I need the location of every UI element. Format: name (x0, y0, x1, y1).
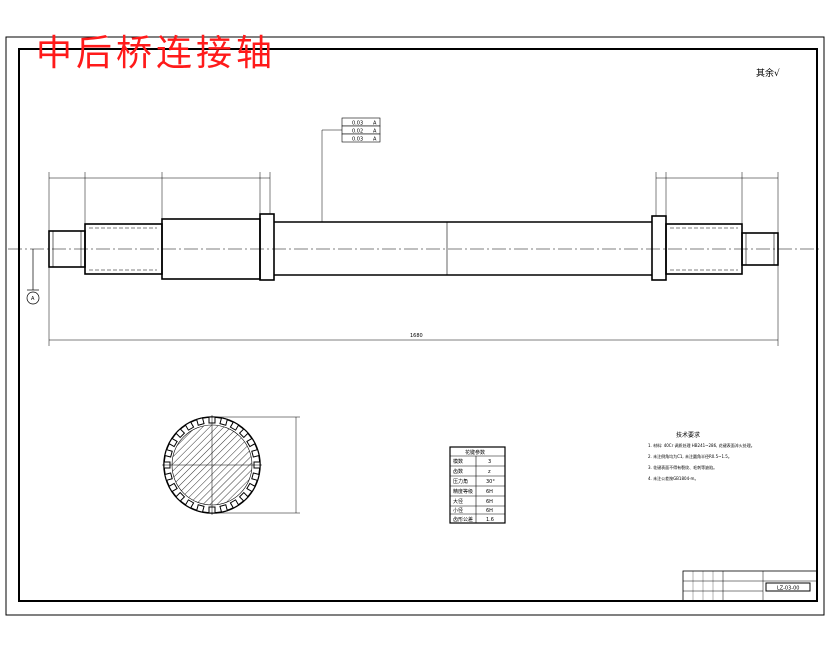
spline-table-label: 齿数 (453, 468, 463, 475)
top-dimensions (48, 129, 779, 346)
spline-tooth (184, 421, 195, 431)
tech-note: 2. 未注倒角均为C1, 未注圆角半径R0.5~1.5。 (648, 454, 732, 459)
technical-requirements-title: 技术要求 (676, 432, 701, 439)
spline-tooth (229, 421, 240, 431)
spline-tooth (246, 482, 256, 493)
spline-table-label: 大径 (453, 498, 463, 505)
spline-tooth (219, 417, 228, 426)
spline-table-value: 6H (486, 489, 493, 495)
spline-tooth (168, 482, 178, 493)
tol-row-3-datum: A (373, 137, 377, 143)
spline-tooth (164, 472, 173, 481)
spline-table-value: 6H (486, 508, 493, 514)
tol-row-1-value: 0.03 (352, 121, 363, 127)
tol-row-1-datum: A (373, 121, 377, 127)
roughness-note: 其余√ (756, 69, 780, 79)
tol-row-2-value: 0.02 (352, 129, 363, 135)
spline-table-value: 3 (488, 459, 491, 465)
spline-tooth (196, 504, 205, 513)
spline-tooth (246, 437, 256, 448)
spline-tooth (175, 491, 186, 502)
spline-table-label: 齿形公差 (453, 516, 473, 523)
spline-tooth (175, 428, 186, 439)
technical-requirements: 1. 材料: 40Cr 调质处理 HB241~286, 花键表面淬火处理。 2.… (648, 440, 818, 484)
spline-section (162, 415, 300, 515)
tech-note: 1. 材料: 40Cr 调质处理 HB241~286, 花键表面淬火处理。 (648, 443, 755, 448)
spline-tooth (164, 449, 173, 458)
drawing-title: 中后桥连接轴 (36, 33, 277, 74)
datum-label: A (31, 296, 35, 302)
spline-table-value: 1.6 (486, 517, 494, 523)
spline-tooth (196, 417, 205, 426)
overall-length-label: 1680 (410, 333, 423, 339)
spline-table-value: 6H (486, 499, 493, 505)
datum-symbol (26, 249, 40, 305)
spline-table-value: z (488, 469, 491, 475)
spline-tooth (251, 472, 260, 481)
outer-border (5, 36, 825, 616)
spline-table-label: 模数 (453, 458, 463, 465)
spline-tooth (229, 499, 240, 509)
shaft-profile (48, 213, 779, 281)
spline-table-title: 花键参数 (465, 449, 485, 456)
tol-row-2-datum: A (373, 129, 377, 135)
spline-tooth (251, 449, 260, 458)
spline-table-label: 压力角 (453, 478, 468, 485)
tech-note: 3. 花键表面不得有裂纹、毛刺等缺陷。 (648, 465, 718, 470)
title-block (682, 570, 818, 602)
spline-tooth (168, 437, 178, 448)
tolerance-frame (341, 117, 381, 143)
spline-table-value: 30° (486, 479, 495, 485)
drawing-number: LZ-03-00 (777, 586, 799, 592)
spline-param-table (449, 446, 506, 524)
spline-table-label: 精度等级 (453, 488, 473, 495)
spline-tooth (219, 504, 228, 513)
tech-note: 4. 未注公差按GB1804-m。 (648, 476, 699, 481)
inner-border (18, 48, 818, 602)
tol-row-3-value: 0.03 (352, 137, 363, 143)
spline-tooth (184, 499, 195, 509)
spline-tooth (238, 491, 249, 502)
spline-tooth (238, 428, 249, 439)
spline-table-label: 小径 (453, 507, 463, 514)
